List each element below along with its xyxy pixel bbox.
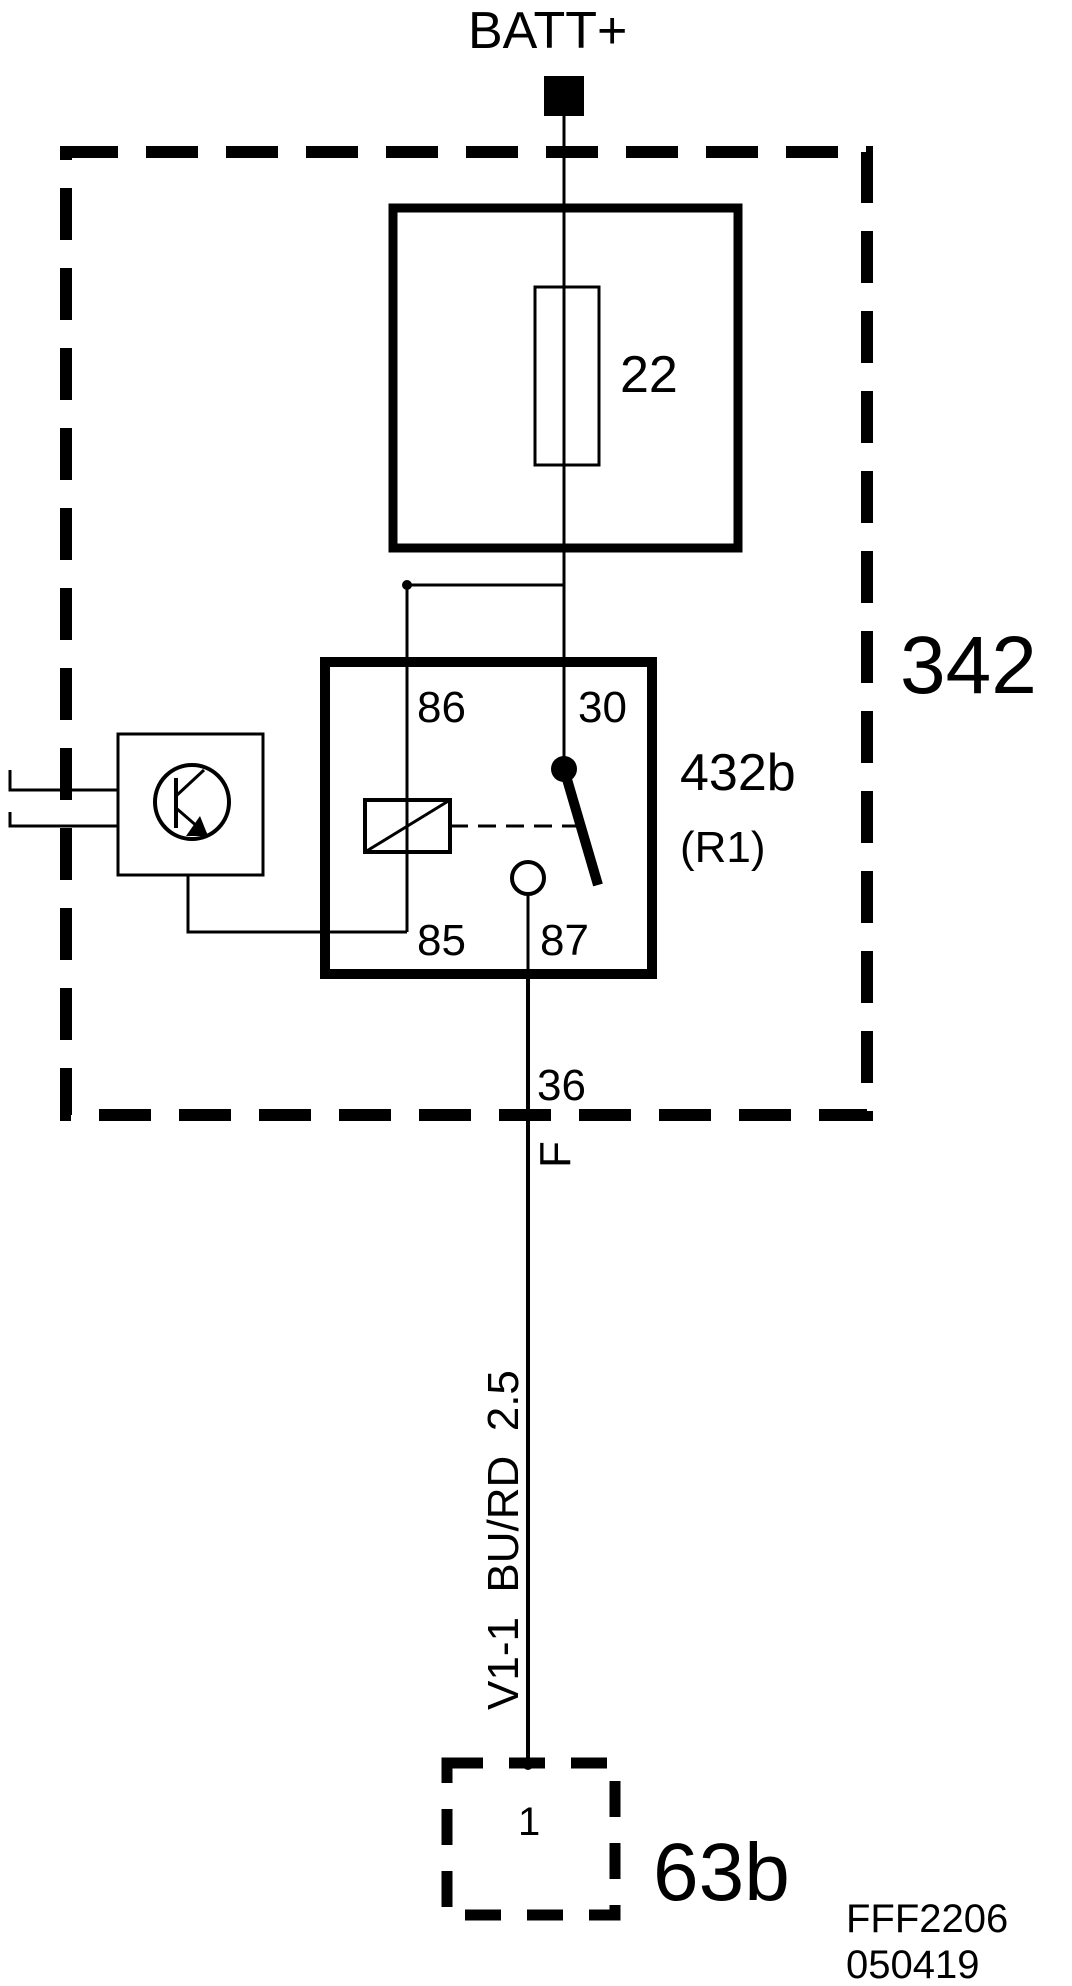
relay-label: 432b	[680, 744, 796, 802]
input-lead-1	[8, 770, 118, 792]
relay-pin-86: 86	[417, 683, 466, 732]
relay-sublabel: (R1)	[680, 823, 766, 872]
transistor-arrow	[186, 816, 208, 836]
fuse-22-label: 22	[620, 346, 678, 404]
batt-plus-label: BATT+	[468, 2, 627, 60]
transistor-icon	[153, 763, 231, 841]
relay-coil-diagonal	[364, 798, 451, 854]
load-pin-dot	[523, 1760, 533, 1770]
relay-432b-box	[320, 657, 657, 979]
relay-contact-87	[510, 860, 546, 896]
batt-terminal	[544, 76, 584, 116]
wire-corner-dot	[402, 580, 412, 590]
drawing-code-line1: FFF2206	[846, 1897, 1008, 1941]
input-lead-2	[8, 812, 118, 828]
relay-pin-30: 30	[578, 683, 627, 732]
module-342-outline	[60, 146, 873, 1121]
control-unit-box	[116, 732, 265, 877]
control-to-85-wire	[186, 875, 407, 934]
relay-pin-85: 85	[417, 916, 466, 965]
transistor-collector	[174, 768, 206, 798]
drawing-code-line2: 050419	[846, 1943, 979, 1986]
wire-pin-36: 36	[537, 1061, 586, 1110]
fuse-22	[533, 285, 601, 467]
relay-switch-blade	[559, 767, 603, 887]
load-pin-1: 1	[518, 1800, 540, 1844]
connector-letter: F	[531, 1141, 580, 1168]
load-63b-label: 63b	[653, 1827, 790, 1918]
relay-pin-87: 87	[540, 916, 589, 965]
wire-marking: V1-1 BU/RD 2.5	[479, 1370, 528, 1710]
module-342-label: 342	[900, 620, 1037, 711]
